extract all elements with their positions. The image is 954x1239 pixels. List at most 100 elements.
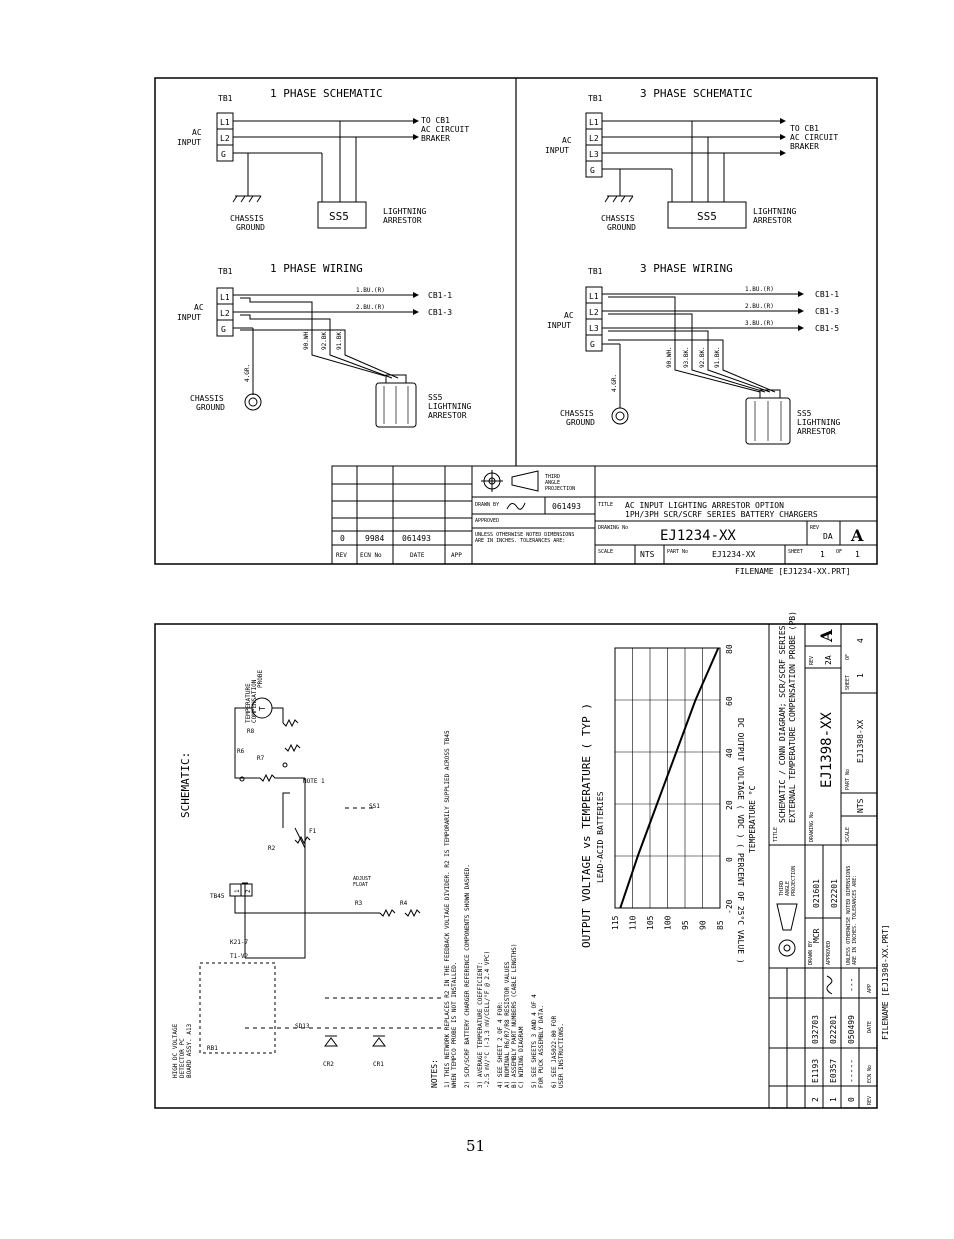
ecn-header: ECN No — [360, 552, 382, 559]
sd13-label: SD13 — [295, 1023, 310, 1030]
note-line-3: 2) SCR/SCRF BATTERY CHARGER REFERENCE CO… — [464, 864, 471, 1088]
projection-label-d2-3: PROJECTION — [791, 866, 797, 896]
rev-da: DA — [823, 532, 833, 541]
arrestor-label-2: ARRESTOR — [383, 216, 422, 225]
tb45-pin-1: 1 — [234, 889, 241, 893]
drawn-date: 061493 — [552, 502, 581, 511]
wire-2bu-3ph: 2.BU.(R) — [745, 303, 774, 310]
chart-grid — [614, 647, 721, 909]
title-label: TITLE — [598, 502, 613, 508]
terminal-l3-wiring-3ph: L3 — [589, 324, 599, 333]
chassis-label-wiring-3ph-2: GROUND — [566, 418, 595, 427]
float-adjust-label: FLOAT — [353, 882, 368, 888]
projection-label-d2-2: ANGLE — [785, 881, 791, 896]
r4-label: R4 — [400, 900, 408, 907]
cr1-label: CR1 — [373, 1061, 384, 1068]
terminal-block-tb45: 1 2 TB45 — [210, 883, 253, 900]
r7-label: R7 — [257, 755, 265, 762]
filename-ej1234: FILENAME [EJ1234-XX.PRT] — [735, 567, 851, 576]
probe-label: TEMPERATURE — [245, 683, 252, 723]
chassis-ground-lug-3ph — [611, 407, 629, 425]
chassis-label-wiring-3ph: CHASSIS — [560, 409, 594, 418]
third-angle-projection-symbol-d2 — [776, 903, 798, 957]
cb1-1-label-3ph: CB1-1 — [815, 290, 839, 299]
resistor-r7 — [284, 743, 301, 753]
wire-2bu: 2.BU.(R) — [356, 304, 385, 311]
chart-y-tick-label: 105 — [646, 915, 655, 930]
to-cb-label-3ph-3: BRAKER — [790, 142, 819, 151]
chassis-ground-lug — [244, 393, 262, 411]
one-phase-wiring-title: 1 PHASE WIRING — [270, 262, 363, 275]
projection-label: THIRD — [545, 474, 560, 480]
title-label-d2: TITLE — [773, 827, 779, 842]
drawing-number: EJ1234-XX — [660, 528, 736, 544]
terminal-g-wiring: G — [221, 325, 226, 334]
rb1-label: RB1 — [207, 1045, 218, 1052]
drawn-by-signature — [506, 502, 526, 510]
projection-label-3: PROJECTION — [545, 486, 575, 492]
note-line-12: 6) SEE JA5022-00 FOR — [551, 1015, 558, 1088]
sheet-total: 1 — [855, 550, 860, 559]
rev-letter-d2: A — [817, 629, 836, 643]
diode-cr1: CR1 — [372, 1035, 386, 1068]
board-label: HIGH DC VOLTAGE — [172, 1023, 179, 1078]
ss5-label: SS5 — [329, 210, 349, 223]
rev-0: 0 — [340, 534, 345, 543]
one-phase-schematic: 1 PHASE SCHEMATIC TB1 AC INPUT L1 L2 G — [177, 87, 469, 232]
terminal-g: G — [221, 150, 226, 159]
chassis-label-3ph: CHASSIS — [601, 214, 635, 223]
probe-t-label: T — [258, 706, 267, 711]
lead-90wh: 90.WH. — [303, 328, 310, 350]
app-header: APP — [451, 552, 462, 559]
diode-cr2: CR2 — [323, 1035, 338, 1068]
chart-x-tick-label: -20 — [725, 899, 734, 914]
to-cb-label-2: AC CIRCUIT — [421, 125, 469, 134]
ss1-label: SS1 — [369, 803, 380, 810]
ecn-e1193: E1193 — [811, 1059, 820, 1083]
ac-input-label-wiring-3ph-2: INPUT — [547, 321, 571, 330]
lead-91bk-3ph: 91.BK. — [714, 346, 721, 368]
drawn-by-label-d2: DRAWN BY — [808, 941, 814, 965]
float-adjust-label-2: ADJUST — [353, 876, 371, 882]
drawing-number-d2: EJ1398-XX — [819, 712, 835, 788]
rev-code-d2: 2A — [824, 655, 833, 665]
to-cb-label-3ph-2: AC CIRCUIT — [790, 133, 838, 142]
to-cb-label-3: BRAKER — [421, 134, 450, 143]
ss5-wiring-label-3ph-3: ARRESTOR — [797, 427, 836, 436]
drawn-by-label: DRAWN BY — [475, 502, 499, 508]
chassis-label: CHASSIS — [230, 214, 264, 223]
tolerance-note-d2-2: ARE IN INCHES. TOLERANCES ARE: — [852, 875, 858, 965]
part-number-d2: EJ1398-XX — [856, 719, 865, 763]
chart-y-tick-label: 95 — [681, 920, 690, 930]
arrestor-label-3ph-2: ARRESTOR — [753, 216, 792, 225]
chart-y-label: DC OUTPUT VOLTAGE ( VDC ) ( PERCENT OF 2… — [736, 718, 745, 964]
terminal-l1-3ph: L1 — [589, 118, 599, 127]
date-header-d2: DATE — [867, 1021, 873, 1033]
date-061493: 061493 — [402, 534, 431, 543]
date-032703: 032703 — [811, 1015, 820, 1044]
title-block-ej1234: 0 9984 061493 REV ECN No DATE APP THIRD … — [331, 465, 878, 565]
rev-1: 1 — [829, 1097, 838, 1102]
of-label: OF — [836, 549, 842, 555]
terminal-l1-wiring-3ph: L1 — [589, 292, 599, 301]
lead-91bk: 91.BK. — [336, 328, 343, 350]
terminal-l2-3ph: L2 — [589, 134, 599, 143]
tb45-label: TB45 — [210, 893, 225, 900]
ss5-wiring-label-3ph: SS5 — [797, 409, 812, 418]
notes-title: NOTES: — [430, 1059, 439, 1088]
lead-90wh-3ph: 90.WH. — [666, 346, 673, 368]
pin-label-t1: T1-V2 — [230, 953, 248, 960]
notes-block: NOTES: 1) THIS NETWORK REPLACES R2 IN TH… — [430, 730, 565, 1088]
note-line-1: 1) THIS NETWORK REPLACES R2 IN THE FEEDB… — [444, 730, 451, 1088]
chart-y-tick-label: 90 — [699, 920, 708, 930]
ac-input-label-wiring-3ph: AC — [564, 311, 574, 320]
ss5-arrestor-body — [375, 374, 417, 428]
three-phase-wiring: 3 PHASE WIRING TB1 AC INPUT L1 L2 L3 G 1… — [547, 262, 841, 445]
chart-series-line — [619, 647, 720, 909]
to-cb-label-3ph: TO CB1 — [790, 124, 819, 133]
tb1-label-3ph: TB1 — [588, 94, 603, 103]
date-022201: 022201 — [829, 1015, 838, 1044]
ecn-e0357: E0357 — [829, 1059, 838, 1083]
